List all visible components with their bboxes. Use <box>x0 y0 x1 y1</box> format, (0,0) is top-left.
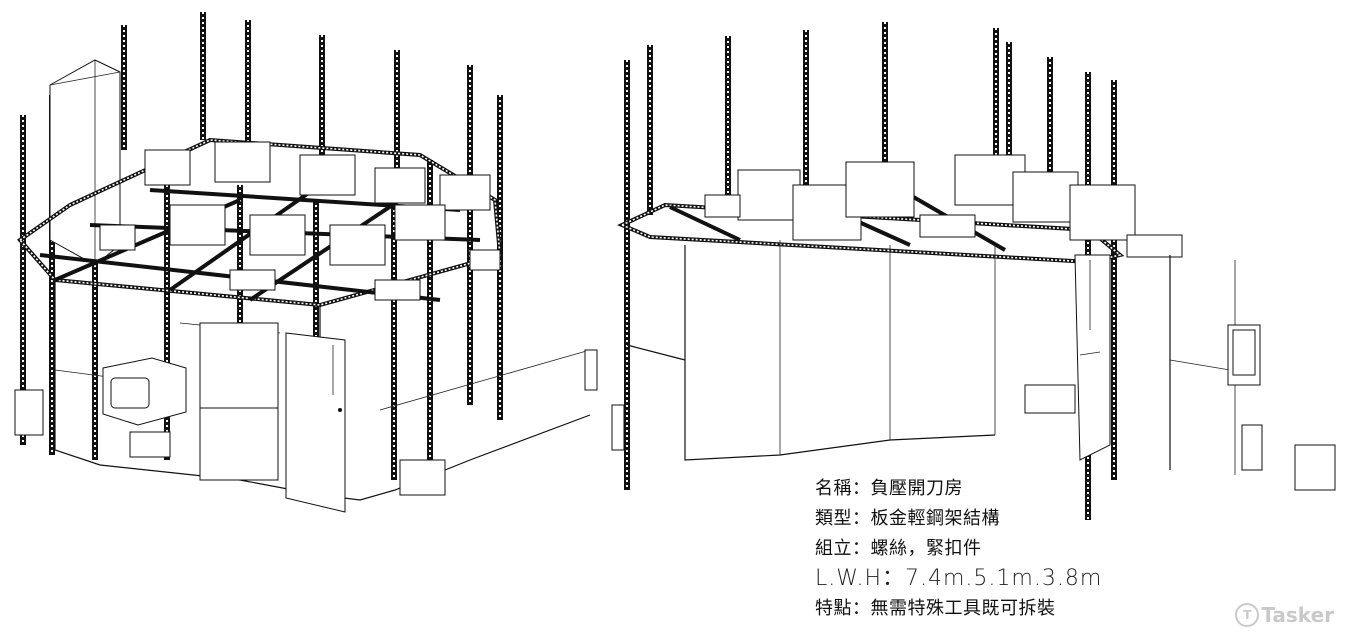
wall-ac-unit-left <box>611 404 625 451</box>
open-door <box>1024 254 1111 461</box>
spec-label: 名稱： <box>815 478 871 499</box>
spec-row-dimensions: L.W.H：7.4m.5.1m.3.8m <box>815 564 1102 594</box>
spec-value: 板金輕鋼架結構 <box>870 508 1000 529</box>
spec-value: 7.4m.5.1m.3.8m <box>905 566 1103 591</box>
left-isometric-view <box>14 12 598 513</box>
spec-block: 名稱：負壓開刀房 類型：板金輕鋼架結構 組立：螺絲，緊扣件 L.W.H：7.4m… <box>815 474 1102 624</box>
watermark-text: Tasker <box>1261 603 1334 627</box>
spec-label: L.W.H： <box>815 566 906 591</box>
spec-row-name: 名稱：負壓開刀房 <box>815 474 1102 504</box>
wall-ac-unit-right <box>584 349 598 391</box>
spec-label: 特點： <box>815 598 871 619</box>
wall-ac-unit-front <box>399 459 446 496</box>
spec-value: 無需特殊工具既可拆裝 <box>870 598 1056 619</box>
wall-ac-unit-left <box>14 389 44 436</box>
tasker-logo-icon: T <box>1235 603 1260 627</box>
wall-panels <box>54 280 591 501</box>
spec-row-feature: 特點：無需特殊工具既可拆裝 <box>815 594 1102 624</box>
watermark: T Tasker <box>1235 603 1334 627</box>
spec-row-type: 類型：板金輕鋼架結構 <box>815 504 1102 534</box>
ceiling-ffu-units <box>704 154 1183 258</box>
spec-row-assembly: 組立：螺絲，緊扣件 <box>815 534 1102 564</box>
ceiling-ffu-units <box>99 141 501 301</box>
pass-box <box>1227 324 1263 471</box>
spec-label: 類型： <box>815 508 871 529</box>
wall-ac-unit-right <box>1294 444 1336 491</box>
spec-label: 組立： <box>815 538 871 559</box>
wall-panels <box>626 240 1236 475</box>
double-door <box>285 332 346 513</box>
steel-posts <box>624 22 1117 520</box>
spec-value: 螺絲，緊扣件 <box>870 538 982 559</box>
right-cutaway-view <box>611 22 1336 520</box>
spec-value: 負壓開刀房 <box>870 478 963 499</box>
pass-box <box>102 357 187 458</box>
